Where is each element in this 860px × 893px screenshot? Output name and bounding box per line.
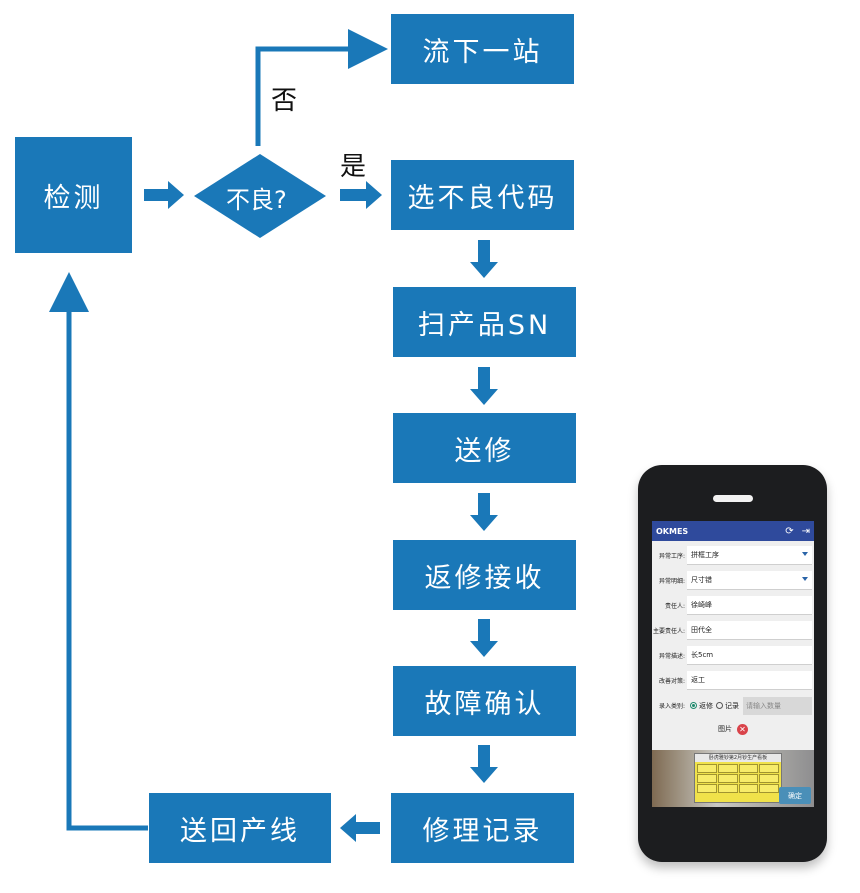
edge-label-no: 否 [271,86,298,116]
field-label: 异常工序: [658,553,685,560]
field-value: 拼框工序 [691,551,719,559]
arrow-return-to-detect [49,272,148,831]
process-select[interactable]: 拼框工序 [687,546,812,565]
arrow-select-to-scan [470,240,498,278]
node-decision-label: 不良? [226,186,287,214]
node-scan-sn: 扫产品SN [393,287,576,357]
dropdown-caret-icon [802,577,808,581]
field-label: 主要责任人: [652,628,685,635]
form-row-detail: 异常明细: 尺寸错 [652,570,814,591]
picture-row: 图片 ✕ [652,722,814,736]
form-row-process: 异常工序: 拼框工序 [652,545,814,566]
node-send-repair: 送修 [393,413,576,483]
form-row-entry-type: 录入类别: 返修 记录 请输入数量 [652,695,814,716]
radio-record[interactable] [716,702,723,709]
owner-input[interactable]: 徐崎峰 [687,596,812,615]
photo-board-grid [695,762,781,795]
field-label: 异常明细: [658,578,685,585]
quantity-input[interactable]: 请输入数量 [743,696,812,715]
radio-record-label: 记录 [725,701,739,710]
edge-label-yes: 是 [340,152,367,182]
node-repair-receive: 返修接收 [393,540,576,610]
arrow-record-to-return [340,814,380,842]
phone-mockup: OKMES ⟳ ⇥ 异常工序: 拼框工序 异常明细: 尺寸错 责任人: 徐崎峰 … [638,465,827,862]
countermeasure-input[interactable]: 返工 [687,671,812,690]
arrow-scan-to-send [470,367,498,405]
dropdown-caret-icon [802,552,808,556]
form-row-countermeasure: 改善对策: 返工 [652,670,814,691]
photo-board: 卧虎雅钞第2月钞生产看板 [694,753,782,803]
node-repair-record: 修理记录 [391,793,574,863]
field-label: 录入类别: [658,703,685,710]
arrow-send-to-receive [470,493,498,531]
detail-select[interactable]: 尺寸错 [687,571,812,590]
field-label: 责任人: [664,603,685,610]
arrow-detect-to-decision [144,181,184,209]
form-row-description: 异常描述: 长5cm [652,645,814,666]
main-owner-input[interactable]: 田代全 [687,621,812,640]
arrow-decision-to-select [340,181,382,209]
attached-photo: 卧虎雅钞第2月钞生产看板 确定 [652,750,814,807]
picture-label: 图片 [718,725,732,733]
phone-speaker [713,495,753,502]
field-value: 尺寸错 [691,576,712,584]
field-label: 改善对策: [658,678,685,685]
phone-screen: OKMES ⟳ ⇥ 异常工序: 拼框工序 异常明细: 尺寸错 责任人: 徐崎峰 … [652,521,814,807]
node-detect: 检测 [15,137,132,253]
field-label: 异常描述: [658,653,685,660]
node-select-code: 选不良代码 [391,160,574,230]
delete-icon[interactable]: ✕ [737,723,748,735]
confirm-button[interactable]: 确定 [779,787,811,804]
decision-diamond [194,154,326,238]
arrow-receive-to-confirm [470,619,498,657]
app-title: OKMES [656,526,689,536]
refresh-icon[interactable]: ⟳ [785,525,794,537]
photo-board-title: 卧虎雅钞第2月钞生产看板 [695,754,781,762]
form-row-owner: 责任人: 徐崎峰 [652,595,814,616]
radio-rework-label: 返修 [699,701,713,710]
node-return-line: 送回产线 [149,793,331,863]
node-fault-confirm: 故障确认 [393,666,576,736]
node-next-station: 流下一站 [391,14,574,84]
app-bar: OKMES ⟳ ⇥ [652,521,814,541]
description-input[interactable]: 长5cm [687,646,812,665]
arrow-confirm-to-record [470,745,498,783]
radio-rework[interactable] [690,702,697,709]
logout-icon[interactable]: ⇥ [801,525,810,537]
arrow-decision-to-next [255,29,388,146]
form-row-main-owner: 主要责任人: 田代全 [652,620,814,641]
